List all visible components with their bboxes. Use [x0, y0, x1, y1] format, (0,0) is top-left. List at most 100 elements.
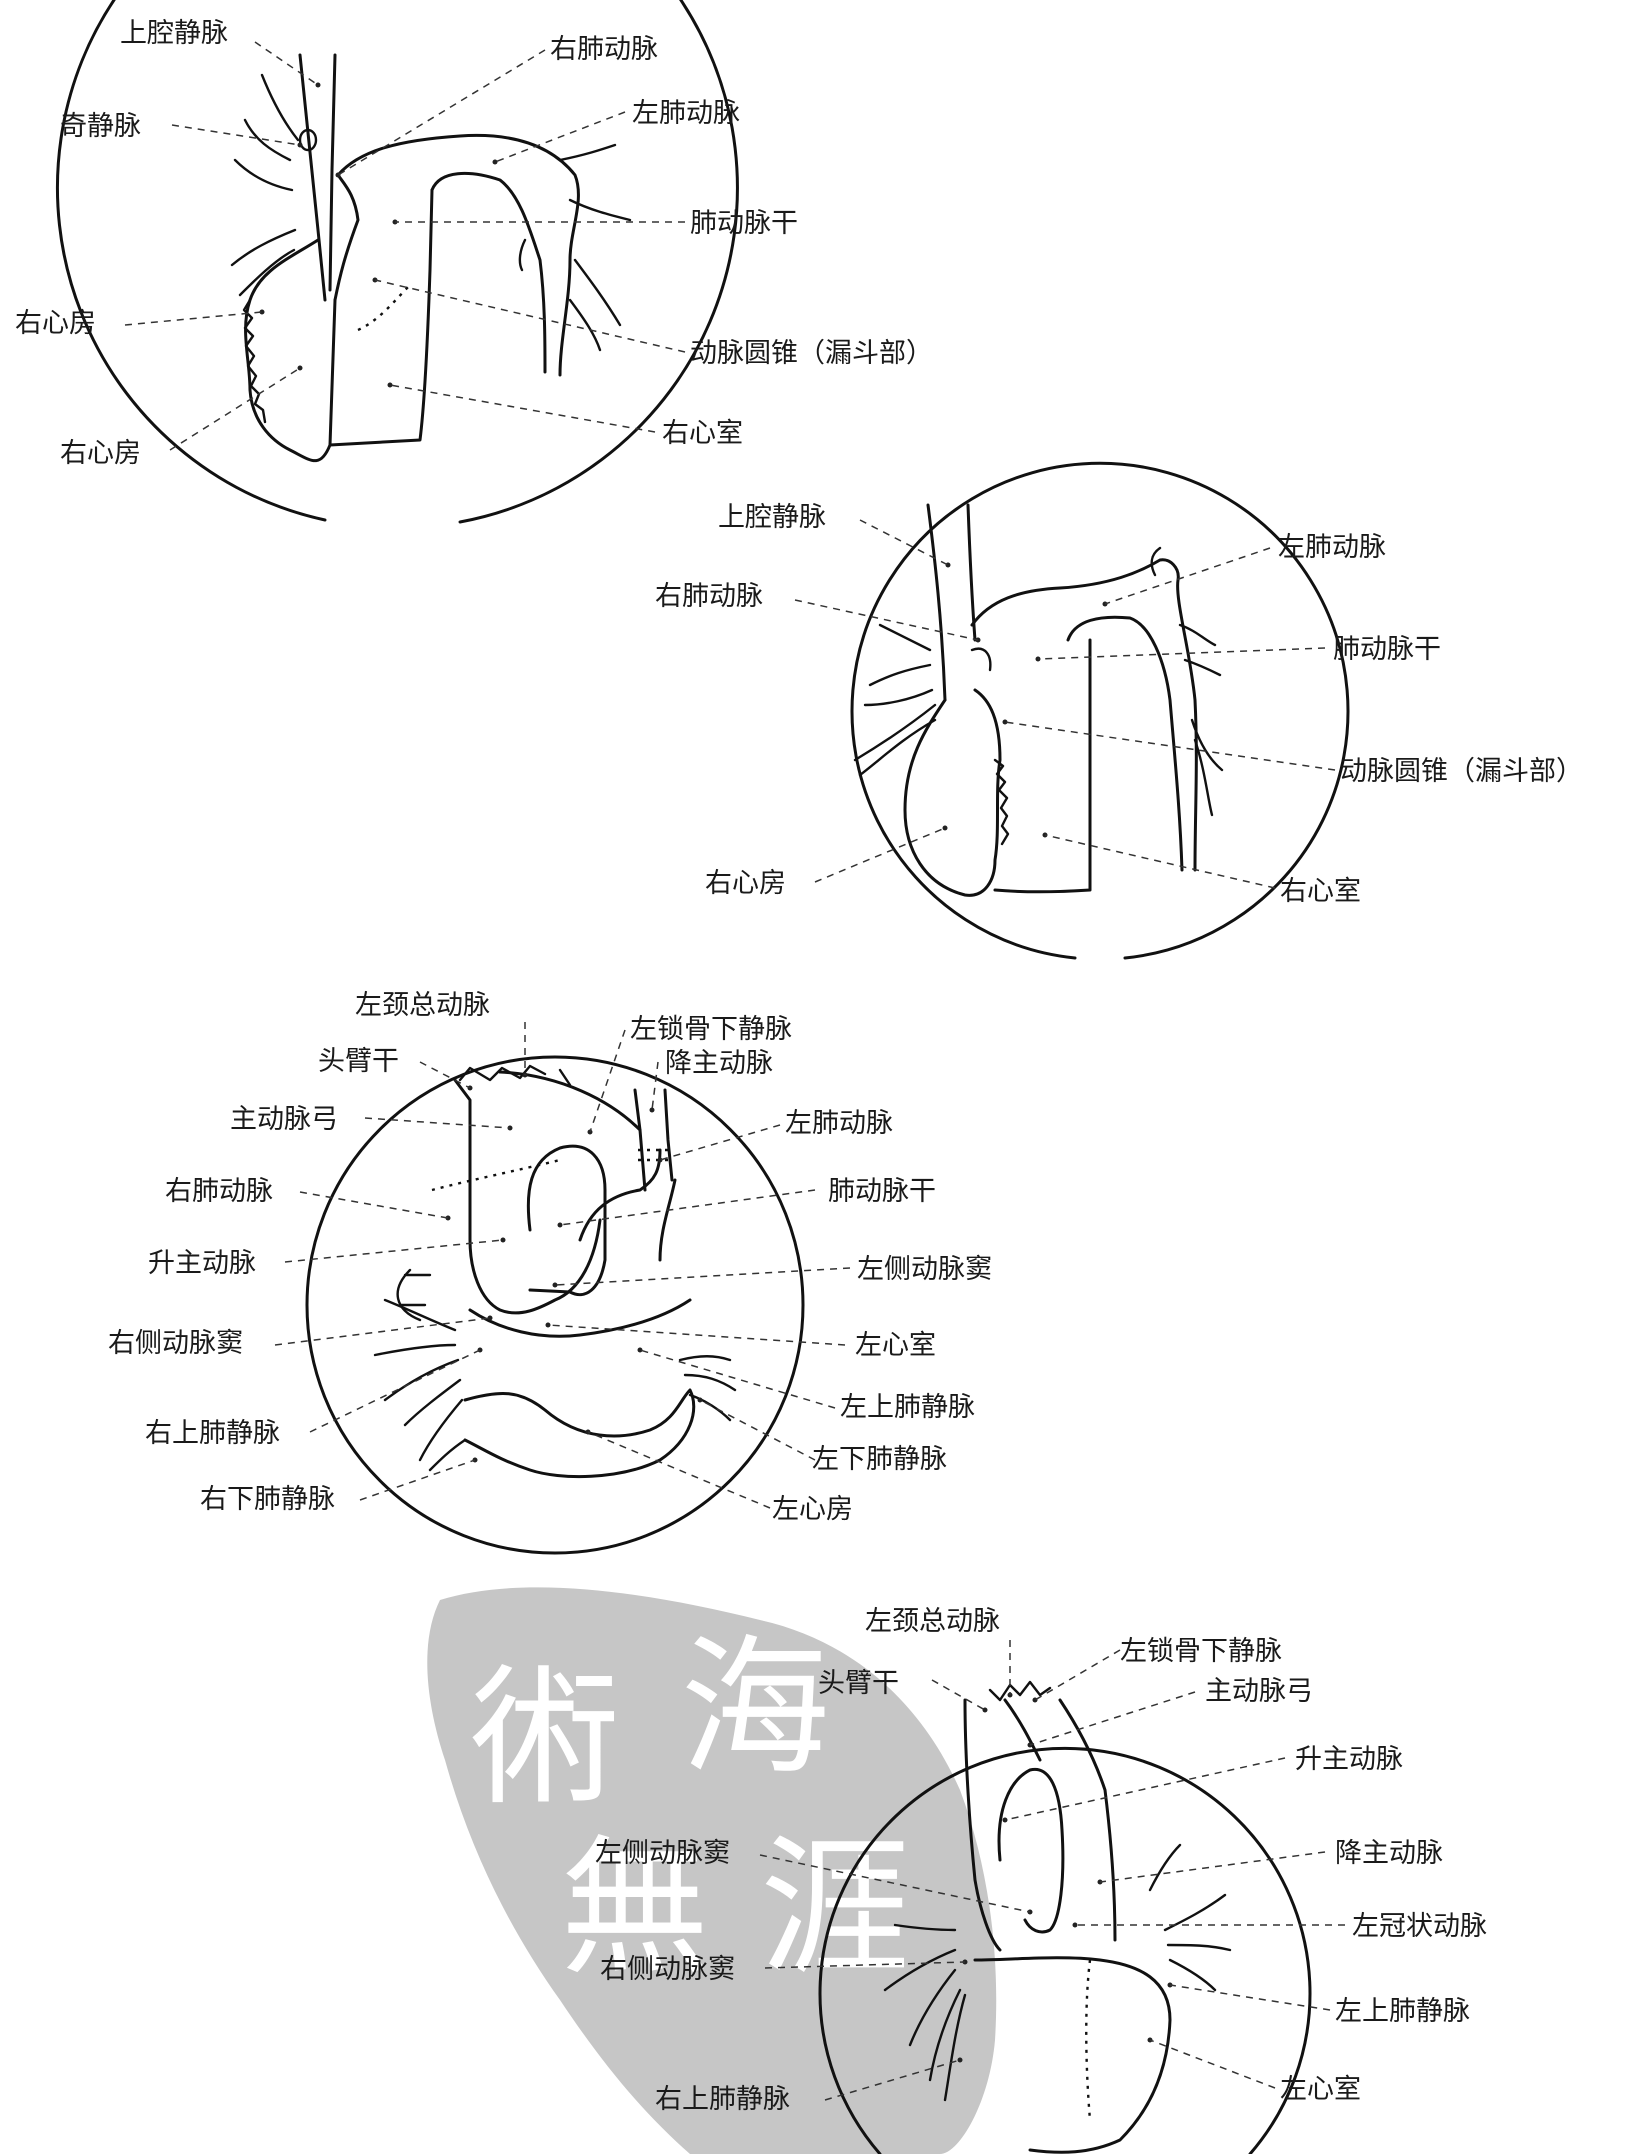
seal-char-2: 海 [680, 1622, 830, 1796]
p1-dot-ra2 [297, 365, 303, 371]
p2-ra-scallop [993, 758, 1010, 846]
p2-label-rpa: 右肺动脉 [655, 581, 763, 612]
p3-leader-lv [547, 1324, 846, 1346]
p4-leader-lscv [1034, 1649, 1121, 1701]
p3-right-pv [373, 1298, 467, 1472]
p1-leader-rpa [337, 49, 546, 176]
panel-1-circle [55, 0, 739, 524]
p4-left-ventricle [973, 1956, 1172, 2154]
p4-label-rsinus: 右侧动脉窦 [600, 1954, 735, 1985]
p3-label-lspv: 左上肺静脉 [840, 1392, 975, 1423]
seal-char-3: 無 [560, 1822, 710, 1996]
p1-azygos [230, 73, 300, 297]
p4-dot-rspv [957, 2057, 963, 2063]
p3-dot-rsinus [487, 1315, 493, 1321]
p1-label-rpa: 右肺动脉 [550, 34, 658, 65]
p2-label-svc: 上腔静脉 [718, 502, 826, 533]
p4-left-pv [1148, 1843, 1232, 1992]
p3-label-lcca: 左颈总动脉 [355, 990, 490, 1021]
p4-label-asc: 升主动脉 [1295, 1744, 1403, 1775]
p3-left-pv [678, 1355, 737, 1422]
p3-label-lpa: 左肺动脉 [785, 1108, 893, 1139]
p1-leader-ra1 [124, 311, 263, 326]
p4-leader-asc [1004, 1757, 1286, 1821]
seal-stamp: 術 海 無 涯 [427, 1587, 997, 2154]
p3-dot-lpa [657, 1157, 663, 1163]
p3-leader-rsinus [274, 1317, 491, 1346]
p4-label-lca: 左冠状动脉 [1352, 1911, 1487, 1942]
p3-label-rspv: 右上肺静脉 [145, 1418, 280, 1449]
p3-label-rsinus: 右侧动脉窦 [108, 1328, 243, 1359]
p4-label-lspv: 左上肺静脉 [1335, 1996, 1470, 2027]
p3-leader-lscv [589, 1029, 626, 1133]
p1-azygos-loop [298, 128, 318, 152]
p2-label-conus: 动脉圆锥（漏斗部） [1340, 756, 1583, 787]
p4-label-arch: 主动脉弓 [1205, 1676, 1313, 1707]
p3-arch-vessels [458, 1064, 572, 1087]
panel-3: 左颈总动脉 头臂干 主动脉弓 右肺动脉 升主动脉 右侧动脉窦 右上肺静脉 右下肺… [108, 990, 992, 1555]
p2-dot-svc [945, 562, 951, 568]
p4-leader-lv [1149, 2039, 1276, 2089]
p1-conus-border [357, 284, 411, 332]
p2-right-branches [853, 623, 937, 777]
p3-label-lsinus: 左侧动脉窦 [857, 1254, 992, 1285]
p2-leader-lpa [1104, 547, 1271, 605]
p1-dot-lpa [492, 159, 498, 165]
p1-pulmonary-trunk [333, 133, 580, 377]
panel-2: 上腔静脉 右肺动脉 右心房 左肺动脉 肺动脉干 动脉圆锥（漏斗部） 右心室 [655, 461, 1583, 960]
p3-leader-trunk [559, 1189, 816, 1226]
p4-label-lscv: 左锁骨下静脉 [1120, 1636, 1282, 1667]
p4-lv-dotted [1085, 1959, 1092, 2121]
p3-vessel-loops [396, 1268, 432, 1322]
p3-leader-rpa [299, 1191, 449, 1219]
p2-dot-ra [942, 825, 948, 831]
p2-leader-svc [859, 519, 949, 566]
p3-label-lipv: 左下肺静脉 [812, 1444, 947, 1475]
panel-1: 上腔静脉 奇静脉 右心房 右心房 右肺动脉 左肺动脉 肺动脉干 动脉圆锥（漏斗部… [15, 0, 933, 524]
p3-dot-trunk [557, 1222, 563, 1228]
p1-leader-ra2 [169, 367, 301, 451]
p4-leader-lsinus [759, 1854, 1031, 1913]
p3-leader-arch [364, 1117, 511, 1129]
p4-right-pv [883, 1923, 967, 2102]
p1-leader-azygos [171, 124, 301, 146]
p3-leader-lsinus [554, 1267, 851, 1286]
p2-right-ventricle [993, 638, 1092, 894]
p4-leader-bct [931, 1679, 986, 1711]
p1-leader-lpa [494, 111, 626, 163]
p4-ascending [997, 1767, 1065, 1934]
p1-label-conus: 动脉圆锥（漏斗部） [690, 338, 933, 369]
p3-dot-lspv [637, 1347, 643, 1353]
p2-label-trunk: 肺动脉干 [1333, 634, 1441, 665]
p1-svc [298, 53, 337, 302]
panel-2-circle [850, 461, 1350, 960]
p1-left-branches [518, 143, 632, 352]
p2-label-lpa: 左肺动脉 [1278, 532, 1386, 563]
p1-label-ra1: 右心房 [15, 308, 96, 339]
panel-4: 左颈总动脉 头臂干 左锁骨下静脉 主动脉弓 升主动脉 降主动脉 左侧动脉窦 左冠… [595, 1606, 1487, 2154]
p1-label-svc: 上腔静脉 [120, 18, 228, 49]
p3-label-bct: 头臂干 [318, 1046, 399, 1077]
p3-label-lv: 左心室 [855, 1330, 936, 1361]
p1-label-azygos: 奇静脉 [60, 111, 141, 142]
p4-leader-lspv [1169, 1984, 1331, 2011]
p3-leader-bct [419, 1061, 471, 1089]
panel-4-circle [818, 1746, 1312, 2154]
p3-label-ripv: 右下肺静脉 [200, 1484, 335, 1515]
p3-dot-desc [649, 1107, 655, 1113]
p2-rpa-stub [970, 647, 992, 672]
p1-label-trunk: 肺动脉干 [690, 208, 798, 239]
seal-background [427, 1587, 997, 2154]
p3-leader-lspv [639, 1349, 836, 1409]
p3-leader-lipv [699, 1399, 816, 1461]
p2-leader-trunk [1037, 647, 1326, 660]
p3-dot-lv [545, 1322, 551, 1328]
p3-leader-lpa [659, 1124, 781, 1161]
p3-label-trunk: 肺动脉干 [828, 1176, 936, 1207]
p4-label-rspv: 右上肺静脉 [655, 2084, 790, 2115]
p3-pulmonary-trunk [578, 1148, 677, 1262]
p3-label-lscv: 左锁骨下静脉 [630, 1014, 792, 1045]
p2-leader-conus [1004, 721, 1336, 771]
p3-dot-asc [500, 1237, 506, 1243]
